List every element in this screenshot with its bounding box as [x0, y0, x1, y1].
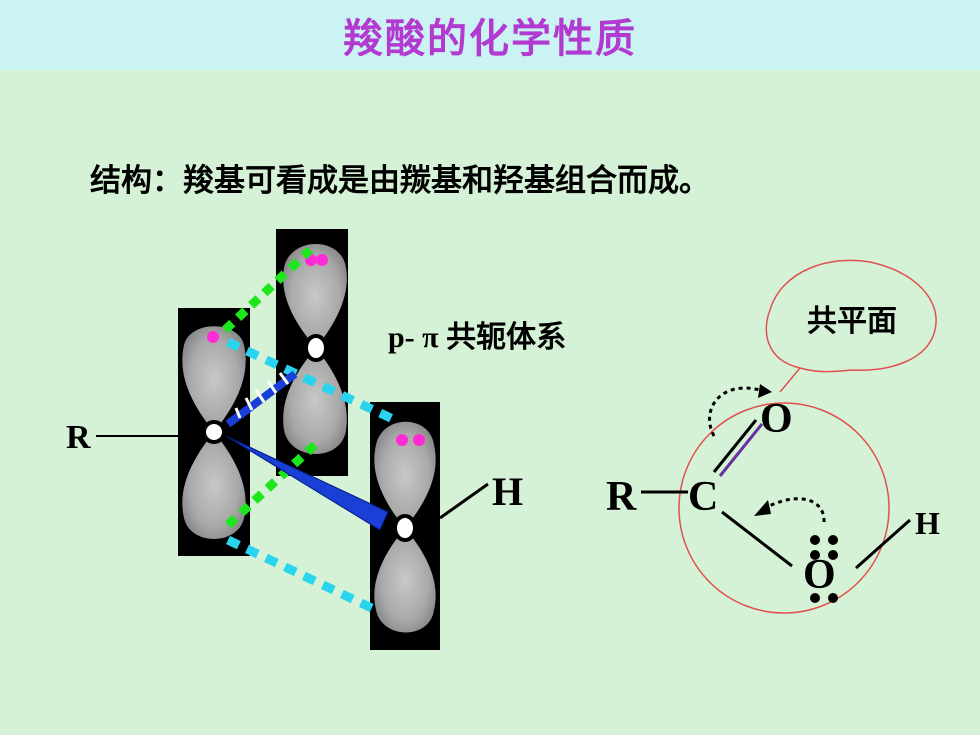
green-overlap-line	[224, 438, 322, 529]
coplanar-bubble	[765, 259, 937, 393]
lone-pair-dot	[810, 535, 820, 545]
title-bar	[0, 0, 980, 70]
molecule-c-oh-bond	[721, 510, 793, 568]
electron-dot	[316, 254, 328, 266]
molecule-o-carbonyl: O	[760, 396, 793, 442]
molecule-c: C	[688, 474, 718, 520]
lone-pair-dot	[810, 550, 820, 560]
oxygen-nucleus	[304, 334, 328, 362]
lone-pair-dot	[810, 593, 820, 603]
molecule-co-double-bond	[718, 423, 764, 477]
hydroxyl-lower-lobe	[374, 528, 436, 633]
electron-dot	[396, 434, 408, 446]
green-overlap-line	[221, 246, 314, 334]
curved-arrow-bottom	[764, 497, 826, 523]
lone-pair-dot	[828, 593, 838, 603]
curved-arrow-top-head	[758, 384, 772, 398]
curved-arrow-top	[708, 386, 761, 437]
page-title: 羧酸的化学性质	[343, 16, 637, 62]
oxygen-upper-lobe	[283, 244, 347, 348]
carbon-upper-lobe	[182, 326, 246, 432]
carbon-nucleus	[202, 420, 226, 444]
sigma-bond-co	[225, 370, 298, 428]
conjugation-label: p- π 共轭体系	[388, 312, 566, 356]
cyan-overlap-line	[226, 535, 382, 617]
cyan-overlap-line	[226, 337, 397, 425]
molecule-co-double-bond	[712, 419, 758, 473]
coplanar-label: 共平面	[807, 304, 897, 339]
hydroxyl-upper-lobe	[374, 421, 436, 528]
conjugation-prefix: p- π	[388, 321, 439, 354]
r-label: R	[66, 419, 91, 456]
hydroxyl-nucleus	[393, 514, 417, 542]
h-label: H	[492, 469, 523, 514]
h-bond	[439, 482, 489, 520]
molecule-o-hydroxyl: O	[803, 552, 836, 598]
coplanar-circle	[678, 402, 890, 614]
lone-pair-dot	[828, 550, 838, 560]
conjugation-text: 共轭体系	[446, 320, 567, 355]
curved-arrow-bottom-head	[754, 500, 771, 516]
lone-pair-dot	[828, 535, 838, 545]
oxygen-lower-lobe	[283, 348, 347, 454]
wedge-bond-coh	[225, 435, 389, 531]
structure-description: 结构：羧基可看成是由羰基和羟基组合而成。	[90, 163, 710, 199]
molecule-h: H	[915, 505, 940, 541]
molecule-r: R	[606, 474, 637, 520]
electron-dot	[207, 331, 219, 343]
molecule-oh-bond	[855, 518, 911, 570]
electron-dot	[413, 434, 425, 446]
carbon-lower-lobe	[182, 432, 246, 539]
